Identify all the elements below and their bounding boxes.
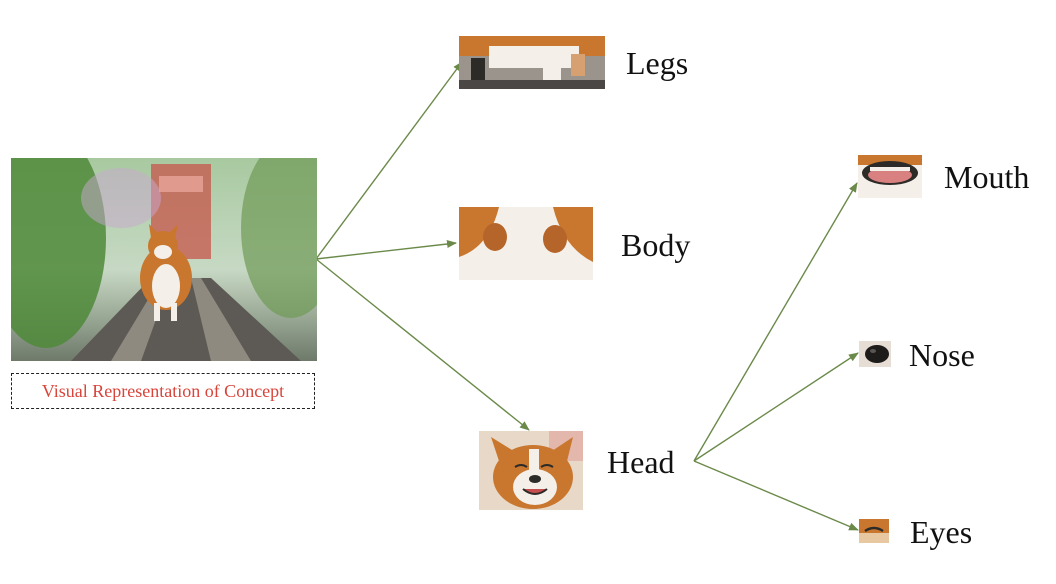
mouth-image	[858, 155, 922, 198]
head-label: Head	[607, 444, 675, 480]
corgi-root-image	[11, 158, 317, 361]
mouth-label: Mouth	[944, 159, 1030, 195]
arrow-head-eyes	[693, 460, 859, 531]
arrow-head-mouth	[693, 182, 858, 462]
legs-label: Legs	[626, 45, 689, 81]
head-image	[479, 431, 583, 510]
caption-box: Visual Representation of Concept	[11, 373, 315, 409]
body-image	[459, 207, 593, 280]
arrow-root-body	[315, 240, 457, 260]
caption-text: Visual Representation of Concept	[41, 380, 285, 401]
eyes-label: Eyes	[910, 514, 973, 550]
arrow-root-head	[315, 258, 530, 431]
body-label: Body	[621, 227, 691, 263]
nose-image	[859, 341, 891, 367]
nose-label: Nose	[909, 337, 975, 373]
legs-image	[459, 36, 605, 89]
eyes-image	[859, 519, 889, 543]
arrow-head-nose	[693, 352, 859, 462]
arrow-root-legs	[315, 61, 463, 260]
